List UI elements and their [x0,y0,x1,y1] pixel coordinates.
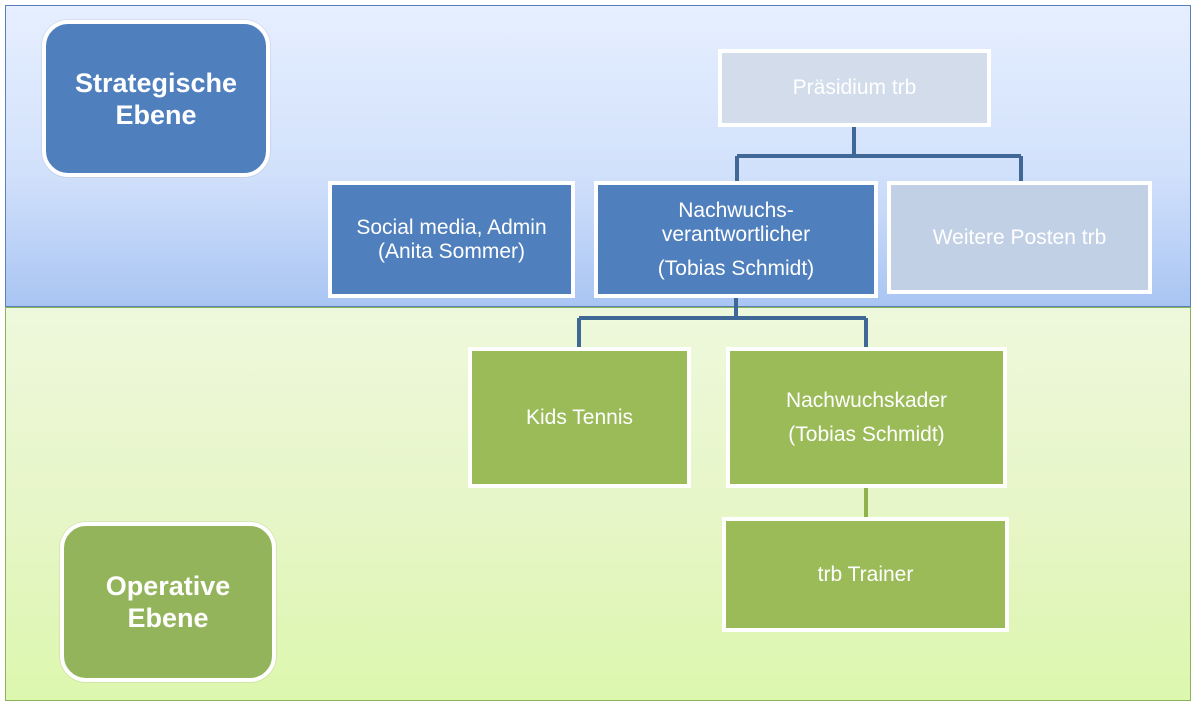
node-social-line1: Social media, Admin [356,215,547,239]
node-nachwuchs-line1: Nachwuchs- [678,198,794,222]
node-weitere-label: Weitere Posten trb [932,225,1107,249]
node-nachwuchs-line2: verantwortlicher [661,222,811,246]
operative-level-line2: Ebene [127,603,209,633]
node-social-line2: (Anita Sommer) [377,239,526,263]
strategic-level-label: Strategische Ebene [42,20,270,177]
node-trb-trainer: trb Trainer [722,517,1009,632]
strategic-level-line2: Ebene [115,99,197,130]
node-trainer-label: trb Trainer [817,562,914,586]
node-kids-tennis: Kids Tennis [468,347,691,488]
node-kids-label: Kids Tennis [525,405,633,429]
operative-level-label: Operative Ebene [60,522,276,682]
node-nachwuchsverantwortlicher: Nachwuchs- verantwortlicher (Tobias Schm… [594,181,878,298]
node-nachwuchs-line3: (Tobias Schmidt) [657,256,815,280]
node-kader-line1: Nachwuchskader [785,388,948,412]
node-nachwuchskader: Nachwuchskader (Tobias Schmidt) [726,347,1007,488]
node-praesidium: Präsidium trb [718,49,991,127]
node-praesidium-label: Präsidium trb [792,76,917,99]
node-weitere-posten: Weitere Posten trb [887,181,1152,294]
node-kader-line2: (Tobias Schmidt) [788,422,945,446]
node-social-media-admin: Social media, Admin (Anita Sommer) [328,181,575,298]
strategic-level-line1: Strategische [74,67,238,98]
operative-level-line1: Operative [105,571,231,601]
